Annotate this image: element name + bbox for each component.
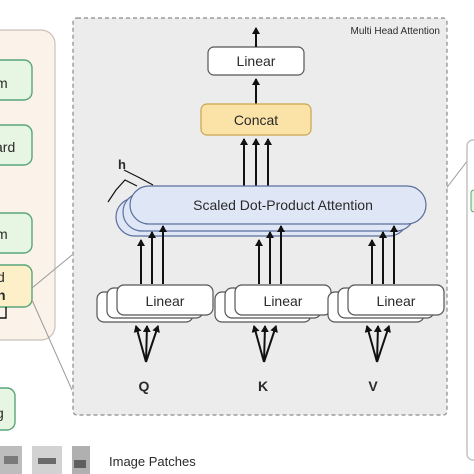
left-block-norm-1 <box>0 59 33 101</box>
v-input-arrow-3 <box>376 325 391 363</box>
k-input-arrow-2 <box>260 325 269 363</box>
q-linear-stack: Linear <box>96 284 214 323</box>
left-fragment-4: d <box>0 269 5 285</box>
k-input-arrow-3 <box>263 325 278 363</box>
v-linear-label: Linear <box>377 293 416 309</box>
mha-title: Multi Head Attention <box>351 26 441 37</box>
zoom-connector-right <box>444 159 469 191</box>
left-fragment-1: m <box>0 75 8 91</box>
zoom-connector-bottom <box>31 299 73 391</box>
q-input-arrow-3 <box>145 325 160 363</box>
right-partial-panel <box>466 139 474 461</box>
left-fragment-5: n <box>0 287 6 303</box>
zoom-connector-top <box>31 254 73 289</box>
output-linear-label: Linear <box>237 53 276 69</box>
heads-label: h <box>118 157 126 172</box>
k-linear-label: Linear <box>264 293 303 309</box>
k-linear-stack: Linear <box>214 284 332 323</box>
left-fragment-3: m <box>0 226 8 242</box>
sdpa-head-1 <box>129 185 427 225</box>
left-block-embedding <box>0 387 16 431</box>
k-input-arrow-1 <box>251 325 265 363</box>
v-linear-stack: Linear <box>327 284 445 323</box>
image-patches-label: Image Patches <box>109 454 196 469</box>
concat-box <box>200 103 312 136</box>
left-fragment-6: g <box>0 405 4 421</box>
v-input-arrow-2 <box>373 325 382 363</box>
q-linear-label: Linear <box>146 293 185 309</box>
left-fragment-2: ard <box>0 139 15 155</box>
heads-bracket <box>107 179 138 203</box>
sdpa-label: Scaled Dot-Product Attention <box>193 197 373 213</box>
heads-bracket-line <box>123 169 154 186</box>
q-input-arrow-2 <box>142 325 151 363</box>
image-patch-thumbnails <box>0 446 90 474</box>
left-encoder-panel: m ard m d n g <box>0 29 56 431</box>
concat-label: Concat <box>234 112 278 128</box>
input-k-label: K <box>258 378 268 394</box>
input-v-label: V <box>368 378 378 394</box>
left-block-norm-2 <box>0 212 33 254</box>
v-input-arrow-1 <box>364 325 378 363</box>
input-q-label: Q <box>139 378 150 394</box>
left-block-ffn <box>0 124 33 166</box>
q-input-arrow-1 <box>133 325 147 363</box>
